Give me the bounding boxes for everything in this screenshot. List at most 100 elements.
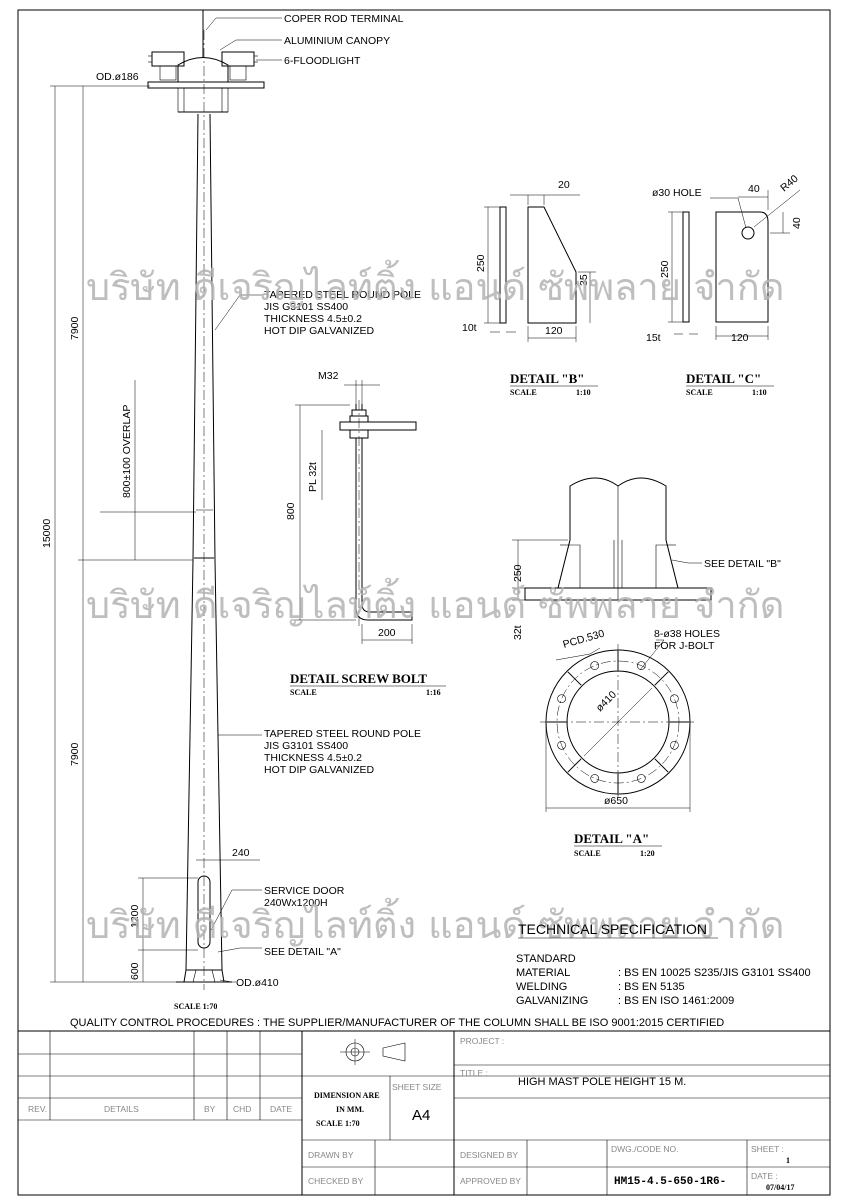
callout-canopy: ALUMINIUM CANOPY <box>284 35 390 47</box>
spec-material-value: : BS EN 10025 S235/JIS G3101 SS400 <box>618 967 811 979</box>
detail-c-scale: 1:10 <box>752 388 767 397</box>
detail-a-inner: ø410 <box>594 689 620 715</box>
floodlight-left <box>148 51 185 81</box>
spec-material-key: MATERIAL <box>516 967 570 979</box>
dim-upper-length: 7900 <box>69 316 81 340</box>
detail-a-outer: ø650 <box>604 795 628 807</box>
detail-c-hole-label: ø30 HOLE <box>652 187 702 199</box>
spec-title: TECHNICAL SPECIFICATION <box>518 921 707 937</box>
pole-scale: SCALE 1:70 <box>174 1002 217 1011</box>
detail-c-hole <box>741 226 755 240</box>
bolt-hole <box>590 774 600 783</box>
tb-date-value: 07/04/17 <box>766 1183 794 1192</box>
detail-a-thick: 32t <box>512 625 524 640</box>
upper-section-line-1: TAPERED STEEL ROUND POLE <box>264 289 421 301</box>
screw-plate <box>339 421 417 431</box>
lower-section-line-3: THICKNESS 4.5±0.2 <box>264 752 362 764</box>
detail-c-dim-height: 250 <box>659 260 671 278</box>
tb-scale-value: 1:70 <box>345 1119 360 1128</box>
watermark-2: บริษัท ดีเจริญไลท์ติ้ง แอนด์ ซัพพลาย จำก… <box>86 577 784 627</box>
screw-dim-hook: 200 <box>378 627 396 639</box>
bolt-hole <box>557 740 566 750</box>
detail-a-baseplate <box>524 587 712 601</box>
detail-a-bolt-holes <box>557 661 679 783</box>
detail-b-scale: 1:10 <box>576 388 591 397</box>
quality-note: QUALITY CONTROL PROCEDURES : THE SUPPLIE… <box>70 1017 724 1029</box>
callout-see-detail-a: SEE DETAIL "A" <box>264 946 341 958</box>
detail-c-scale-label: SCALE <box>686 388 713 397</box>
technical-specification: TECHNICAL SPECIFICATION STANDARD MATERIA… <box>516 921 811 1007</box>
watermark-1: บริษัท ดีเจริญไลท์ติ้ง แอนด์ ซัพพลาย จำก… <box>86 259 784 309</box>
pole-upper-left <box>192 113 199 561</box>
bolt-hole <box>557 694 566 704</box>
bolt-hole <box>670 740 679 750</box>
tb-date-label: DATE : <box>751 1171 778 1181</box>
tb-checked-by: CHECKED BY <box>308 1176 364 1186</box>
upper-section-line-3: THICKNESS 4.5±0.2 <box>264 313 362 325</box>
tb-dimension-2: IN MM. <box>336 1105 364 1114</box>
lower-section-line-4: HOT DIP GALVANIZED <box>264 764 374 776</box>
dim-overlap: 800±100 OVERLAP <box>121 405 133 498</box>
detail-screw-scale-label: SCALE <box>290 688 317 697</box>
callout-service-door: SERVICE DOOR <box>264 885 345 897</box>
bolt-hole <box>636 661 646 670</box>
dim-lower-length: 7900 <box>69 742 81 766</box>
dim-door-width: 240 <box>232 847 250 859</box>
spec-standard: STANDARD <box>516 953 576 965</box>
sheet-border <box>17 9 831 1196</box>
dim-door-bottom: 600 <box>129 962 141 980</box>
detail-c: ø30 HOLE 40 R40 40 250 15t 120 DETAIL "C… <box>646 173 803 397</box>
tb-title: HIGH MAST POLE HEIGHT 15 M. <box>518 1076 686 1088</box>
detail-a-scale-label: SCALE <box>574 849 601 858</box>
tb-scale-label: SCALE <box>316 1119 343 1128</box>
tb-sheet-label: SHEET : <box>751 1144 784 1154</box>
spec-galvanizing-key: GALVANIZING <box>516 995 588 1007</box>
detail-c-dim-side: 40 <box>791 217 803 229</box>
callout-service-door-size: 240Wx1200H <box>264 897 328 909</box>
gusset-rib <box>567 758 582 773</box>
watermark-3: บริษัท ดีเจริญไลท์ติ้ง แอนด์ ซัพพลาย จำก… <box>86 897 784 947</box>
tb-dimension-1: DIMENSION ARE <box>314 1091 380 1100</box>
screw-dim-bolt: M32 <box>318 370 339 382</box>
service-door <box>197 875 211 949</box>
detail-a-holes-1: 8-ø38 HOLES <box>654 628 720 640</box>
detail-b-dim-width: 120 <box>545 325 563 337</box>
detail-screw-bolt: M32 PL 32t 800 200 DETAIL SCREW BOLT SCA… <box>285 370 446 697</box>
tb-rev: REV. <box>28 1104 47 1114</box>
detail-c-side <box>682 211 690 323</box>
detail-screw-scale: 1:16 <box>426 688 441 697</box>
detail-a-pcd-label: PCD.530 <box>562 628 606 651</box>
tb-dwg-no: HM15-4.5-650-1R6- <box>614 1176 726 1188</box>
upper-section-line-2: JIS G3101 SS400 <box>264 301 348 313</box>
detail-a: SEE DETAIL "B" 250 32t PCD.530 8-ø38 HOL… <box>512 477 781 858</box>
detail-b-plate <box>527 206 577 324</box>
tb-sheet-size: A4 <box>412 1107 430 1124</box>
tb-details: DETAILS <box>104 1104 139 1114</box>
projection-symbol-icon <box>340 1039 406 1065</box>
gusset-rib <box>654 758 669 773</box>
callout-rod-terminal: COPER ROD TERMINAL <box>284 13 404 25</box>
tb-drawn-by: DRAWN BY <box>308 1150 354 1160</box>
pole-upper-right <box>209 113 216 561</box>
gusset-rib <box>654 671 669 686</box>
bolt-hole <box>590 661 600 670</box>
tb-chd: CHD <box>233 1104 251 1114</box>
bolt-hole <box>670 694 679 704</box>
detail-a-title: DETAIL "A" <box>574 831 649 846</box>
detail-c-title: DETAIL "C" <box>686 371 761 386</box>
gusset-rib <box>567 671 582 686</box>
screw-dim-plate: PL 32t <box>307 462 319 492</box>
tb-sheet-size-label: SHEET SIZE <box>392 1082 442 1092</box>
detail-a-scale: 1:20 <box>640 849 655 858</box>
dim-door-height: 1200 <box>129 904 141 928</box>
detail-c-dim-radius: R40 <box>778 173 801 195</box>
screw-j-bolt <box>355 438 413 621</box>
detail-b-dim-top: 20 <box>558 179 570 191</box>
detail-a-holes-2: FOR J-BOLT <box>654 640 715 652</box>
pole-elevation: COPER ROD TERMINAL ALUMINIUM CANOPY 6-FL… <box>41 10 421 1011</box>
tb-approved-by: APPROVED BY <box>460 1176 521 1186</box>
floodlight-right <box>221 51 258 81</box>
tb-project-label: PROJECT : <box>460 1036 504 1046</box>
canopy <box>177 57 229 83</box>
